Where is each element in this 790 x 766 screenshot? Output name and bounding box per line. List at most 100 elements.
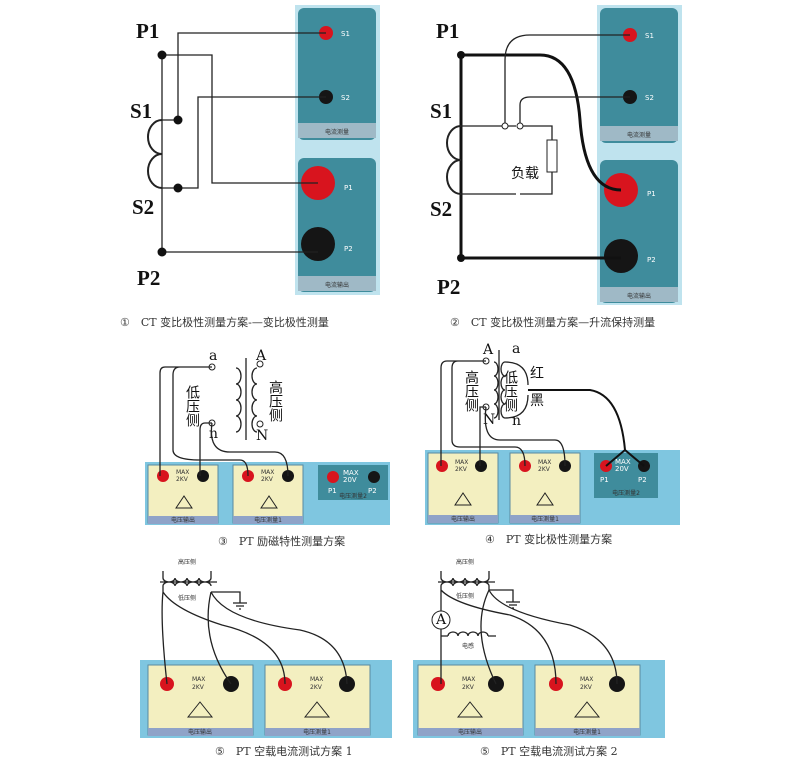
- panel-label: 电流输出: [325, 281, 349, 289]
- terminal-n: n: [209, 426, 218, 442]
- voltage-output-panel: [147, 664, 254, 736]
- black-jack[interactable]: [475, 460, 487, 472]
- panel-label: 电压输出: [171, 516, 195, 524]
- panel-label: 电流输出: [627, 292, 651, 300]
- terminal-a: a: [209, 348, 217, 364]
- max-label: MAX: [462, 676, 475, 683]
- panel-label: 电压测量2: [339, 492, 367, 500]
- terminal-N: N: [256, 428, 268, 444]
- terminal-a: a: [512, 341, 520, 357]
- jack-label: S2: [645, 94, 654, 102]
- load-resistor: [546, 139, 558, 173]
- label-s2: S2: [132, 195, 154, 219]
- rating-label: 2KV: [455, 466, 468, 473]
- panel-label: 电压测量2: [612, 489, 640, 497]
- p1-jack[interactable]: [327, 471, 339, 483]
- knob-label: P1: [344, 184, 353, 192]
- label-p1: P1: [436, 19, 459, 43]
- red-jack[interactable]: [436, 460, 448, 472]
- rating-label: 2KV: [176, 476, 189, 483]
- panel-label: 电压输出: [458, 728, 482, 736]
- label-p1: P1: [136, 19, 159, 43]
- rating-label: 2KV: [462, 684, 475, 691]
- p2-label: P2: [638, 476, 647, 484]
- knob-label: P1: [647, 190, 656, 198]
- p1-label: P1: [600, 476, 609, 484]
- high-side-label: 高压侧: [463, 369, 479, 412]
- max-label: MAX: [615, 458, 631, 466]
- rating-label: 2KV: [192, 684, 205, 691]
- load-label: 负载: [511, 166, 539, 182]
- rating-label: 20V: [343, 476, 357, 484]
- max-label: MAX: [343, 469, 359, 477]
- p2-label: P2: [368, 487, 377, 495]
- label-p2: P2: [137, 266, 160, 290]
- voltage-measure1-panel: [264, 664, 371, 736]
- label-s1: S1: [130, 99, 152, 123]
- p2-knob[interactable]: [604, 239, 638, 273]
- high-side-label: 高压侧: [456, 558, 474, 566]
- max-label: MAX: [176, 469, 189, 476]
- panel-label: 电压测量1: [303, 728, 331, 736]
- jack-label: S1: [645, 32, 654, 40]
- jack-label: S2: [341, 94, 350, 102]
- diagram-ct-ratio-polarity: 电流测量 电流输出 S1 S2 P1 P2 P1 S1 S2 P2 ① CT 变…: [120, 5, 380, 329]
- caption: ⑤ PT 空载电流测试方案 2: [480, 744, 618, 758]
- max-label: MAX: [310, 676, 323, 683]
- diagram-ct-current-hold: 电流测量 电流输出 S1 S2 P1 P2 P1 S1 S2 P2 负载 ② C…: [430, 5, 682, 329]
- caption: ① CT 变比极性测量方案-—变比极性测量: [120, 315, 329, 329]
- label-s1: S1: [430, 99, 452, 123]
- p2-jack[interactable]: [368, 471, 380, 483]
- red-label: 红: [530, 366, 544, 382]
- jack-label: S1: [341, 30, 350, 38]
- low-side-label: 低压侧: [184, 385, 200, 427]
- voltage-output-panel: [417, 664, 524, 736]
- panel-label: 电压测量1: [573, 728, 601, 736]
- p2-knob[interactable]: [301, 227, 335, 261]
- max-label: MAX: [192, 676, 205, 683]
- max-label: MAX: [538, 459, 551, 466]
- rating-label: 2KV: [538, 466, 551, 473]
- low-side-label: 低压侧: [502, 370, 518, 412]
- panel-label: 电压输出: [451, 515, 475, 523]
- max-label: MAX: [580, 676, 593, 683]
- low-side-label: 低压侧: [456, 592, 474, 600]
- panel-label: 电流测量: [627, 131, 651, 139]
- red-jack[interactable]: [157, 470, 169, 482]
- caption: ④ PT 变比极性测量方案: [485, 532, 612, 546]
- max-label: MAX: [261, 469, 274, 476]
- red-jack[interactable]: [431, 677, 445, 691]
- rating-label: 20V: [615, 465, 629, 473]
- black-jack[interactable]: [197, 470, 209, 482]
- ammeter-label: A: [435, 612, 447, 628]
- panel-label: 电压测量1: [254, 516, 282, 524]
- label-s2: S2: [430, 197, 452, 221]
- high-side-label: 高压侧: [178, 558, 196, 566]
- low-side-label: 低压侧: [178, 594, 196, 602]
- terminal-A: A: [255, 348, 267, 364]
- panel-label: 电压输出: [188, 728, 212, 736]
- caption: ③ PT 励磁特性测量方案: [218, 534, 345, 548]
- knob-label: P2: [647, 256, 656, 264]
- current-measure-panel: [600, 8, 678, 143]
- inductor-label: 电感: [462, 642, 474, 650]
- rating-label: 2KV: [310, 684, 323, 691]
- label-p2: P2: [437, 275, 460, 299]
- knob-label: P2: [344, 245, 353, 253]
- high-side-label: 高压侧: [267, 379, 283, 422]
- voltage-measure1-panel: [534, 664, 641, 736]
- rating-label: 2KV: [580, 684, 593, 691]
- max-label: MAX: [455, 459, 468, 466]
- terminal-n: n: [512, 413, 521, 429]
- caption: ② CT 变比极性测量方案—升流保持测量: [450, 315, 655, 329]
- rating-label: 2KV: [261, 476, 274, 483]
- p1-label: P1: [328, 487, 337, 495]
- current-measure-panel: [298, 8, 376, 140]
- terminal-A: A: [482, 342, 494, 358]
